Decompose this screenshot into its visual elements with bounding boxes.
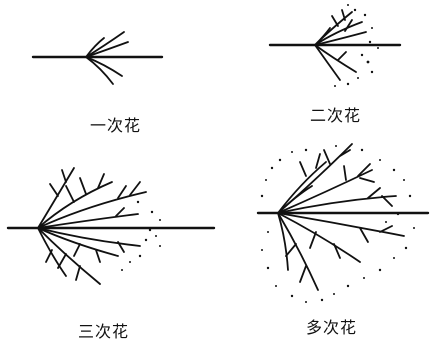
label-third-spark: 三次花 [78,318,129,342]
label-first-spark: 一次花 [90,112,141,136]
burst-branches [38,168,146,284]
panel-multi-spark [258,144,428,303]
label-second-spark: 二次花 [310,102,361,126]
panel-second-spark [270,4,400,87]
panel-third-spark [8,168,214,284]
panel-first-spark [33,32,162,84]
burst-branches [278,144,404,290]
label-multi-spark: 多次花 [306,314,357,338]
spark-dots [121,201,161,271]
